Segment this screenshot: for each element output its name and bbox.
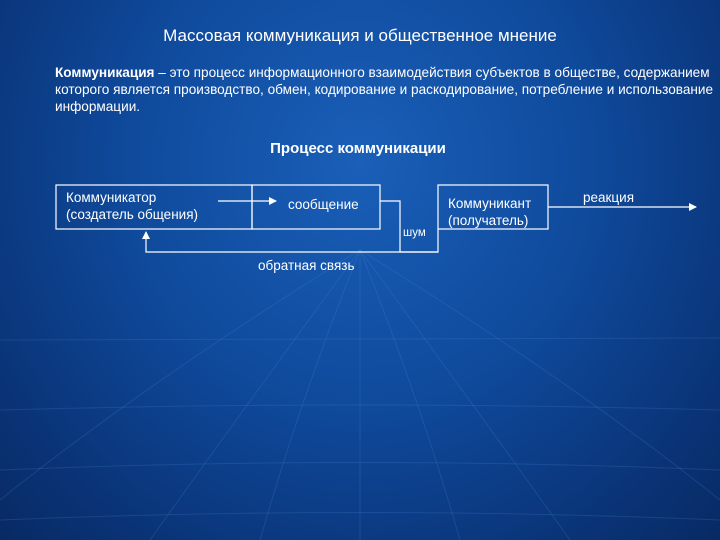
communicator-label-line2: (создатель общения)	[66, 207, 198, 222]
recipient-label-line1: Коммуникант	[448, 196, 532, 211]
slide-title: Массовая коммуникация и общественное мне…	[163, 26, 557, 45]
message-box	[251, 184, 381, 230]
definition-term: Коммуникация	[55, 65, 155, 80]
diagram-subtitle: Процесс коммуникации	[270, 140, 446, 157]
communicator-label-line1: Коммуникатор	[66, 190, 157, 205]
feedback-label: обратная связь	[258, 258, 355, 273]
definition-text: – это процесс информационного взаимодейс…	[55, 65, 714, 114]
message-label: сообщение	[288, 197, 359, 212]
definition-paragraph: Коммуникация – это процесс информационно…	[55, 64, 715, 115]
recipient-label-line2: (получатель)	[448, 213, 529, 228]
noise-label: шум	[403, 227, 426, 239]
feedback-arrow	[142, 231, 438, 253]
reaction-label: реакция	[583, 190, 635, 205]
